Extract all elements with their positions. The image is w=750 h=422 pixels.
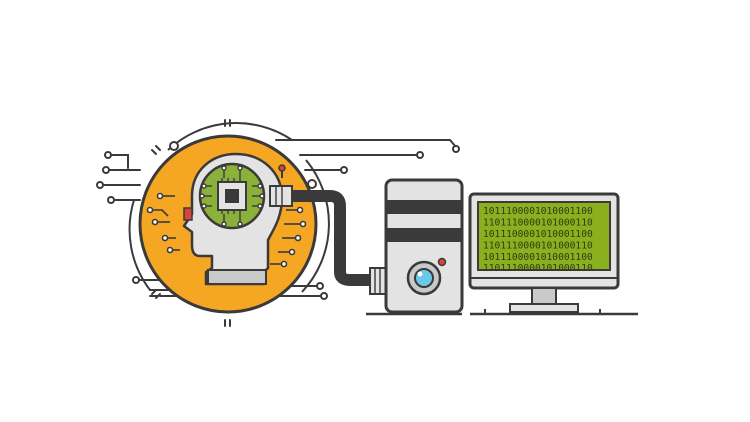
cable-icon (292, 190, 387, 295)
binary-code-lines: 1011100001010001100 1101110000101000110 … (483, 206, 593, 274)
microchip-icon (217, 178, 247, 214)
binary-line: 1011100001010001100 (483, 206, 593, 217)
binary-line: 1011100001010001100 (483, 252, 593, 263)
binary-line: 1101110000101000110 (483, 218, 593, 229)
circuit-traces-icon (96, 119, 460, 327)
camera-lens-icon (406, 257, 447, 296)
ai-head-icon (128, 122, 330, 314)
binary-line: 1101110000101000110 (483, 263, 593, 274)
binary-line: 1101110000101000110 (483, 241, 593, 252)
pc-tower-icon (366, 178, 464, 316)
monitor-icon: 1011100001010001100 1101110000101000110 … (468, 192, 638, 316)
binary-line: 1011100001010001100 (483, 229, 593, 240)
monitor-screen (477, 201, 611, 271)
